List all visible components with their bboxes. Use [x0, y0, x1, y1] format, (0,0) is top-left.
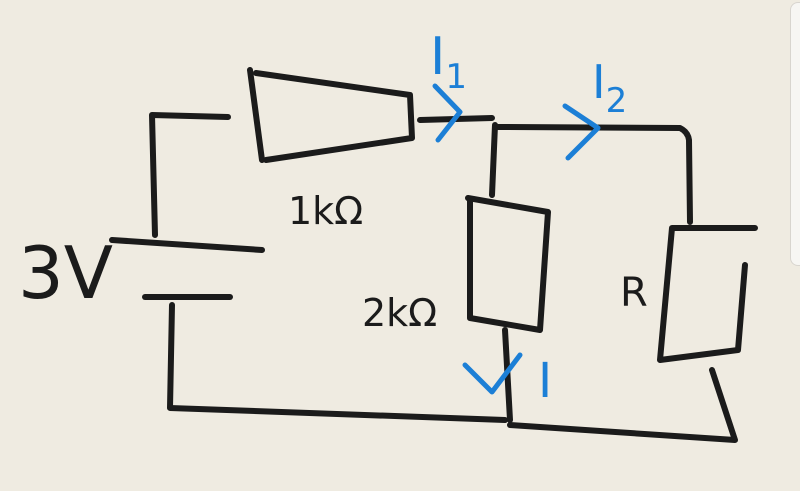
arrow-i2-icon — [562, 103, 601, 161]
wire-bottom-left — [167, 302, 508, 423]
resistor-1k — [247, 67, 415, 163]
resistor-2k — [465, 195, 551, 333]
wire-bottom-right — [507, 367, 738, 443]
wire-left-top — [149, 112, 231, 238]
current-i2-label: I2 — [592, 55, 627, 121]
wire-top-right — [495, 124, 693, 225]
battery-long-plate — [109, 237, 265, 253]
source-label: 3V — [18, 231, 113, 315]
wire-to-2k — [489, 122, 498, 198]
battery — [109, 237, 265, 300]
current-i1-label: I1 — [430, 27, 467, 97]
arrow-i1-icon — [432, 83, 463, 143]
current-i-label: I — [538, 353, 552, 409]
resistor-r-label: R — [620, 270, 648, 316]
resistor-r — [657, 225, 758, 363]
resistor-1k-label: 1kΩ — [288, 189, 363, 233]
resistor-2k-label: 2kΩ — [362, 291, 437, 335]
side-panel-edge — [790, 2, 800, 266]
arrow-i-icon — [462, 352, 523, 395]
